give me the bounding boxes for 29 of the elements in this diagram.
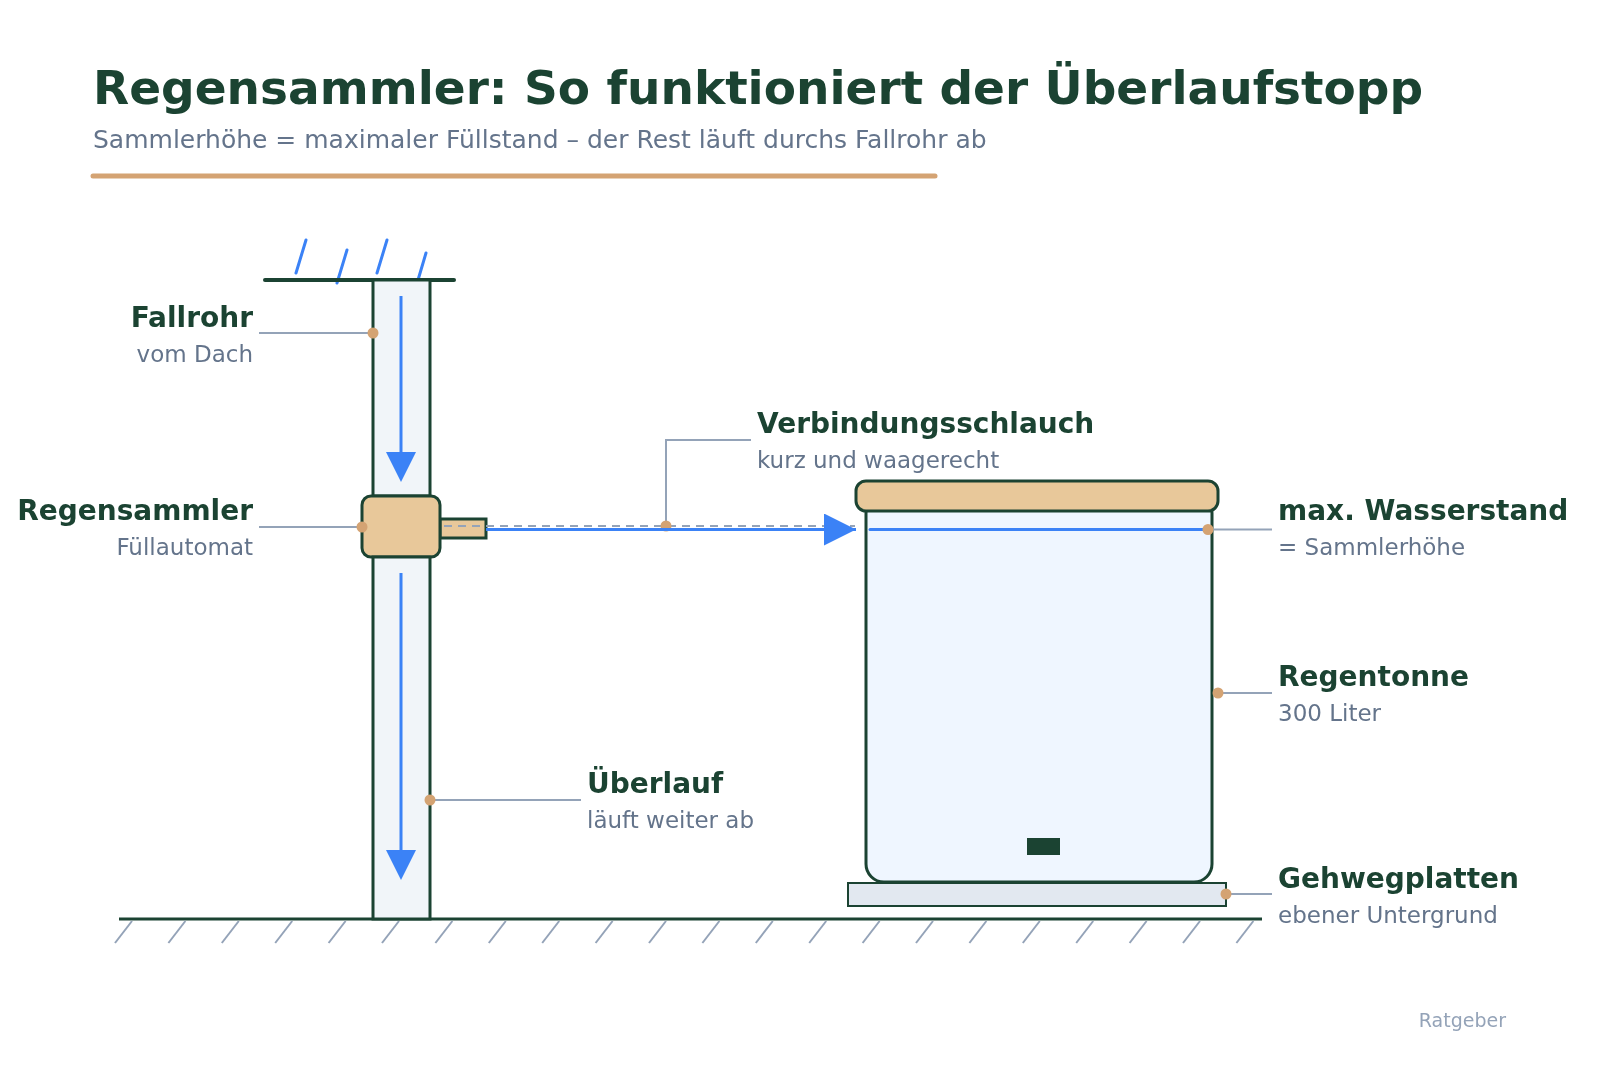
callout-note: ebener Untergrund [1278,901,1498,930]
callout-heading: Überlauf [587,767,724,801]
callout-heading: Fallrohr [130,301,253,335]
rain-collector [360,494,488,559]
paving-slab [847,882,1227,907]
leader-line [1202,524,1273,535]
leader-line [258,521,368,533]
title: Regensammler: So funktioniert der Überlaufstopp [93,60,1424,117]
flow-arrow [486,513,856,546]
leader-line [258,327,379,339]
callout-note: Füllautomat [116,533,253,562]
rain-barrel [854,479,1220,884]
downpipe [371,555,432,921]
leader-line [1220,888,1273,900]
callout-note: = Sammlerhöhe [1278,533,1466,562]
callout-heading: Regentonne [1278,660,1469,694]
subtitle: Sammlerhöhe = maximaler Füllstand – der Rest läuft durchs Fallrohr ab [93,125,987,155]
callout-heading: max. Wasserstand [1278,494,1569,528]
callout-heading: Regensammler [17,494,253,528]
callout-note: kurz und waagerecht [757,446,1000,475]
callout-heading: Verbindungsschlauch [757,407,1095,441]
callout-note: vom Dach [136,340,253,369]
footer-note: Ratgeber [1418,1009,1506,1032]
leader-line [424,794,582,806]
callout-note: läuft weiter ab [587,806,755,835]
callout-heading: Gehwegplatten [1278,862,1520,896]
callout-note: 300 Liter [1278,699,1382,728]
leader-line [1212,687,1273,699]
downpipe [371,278,432,498]
